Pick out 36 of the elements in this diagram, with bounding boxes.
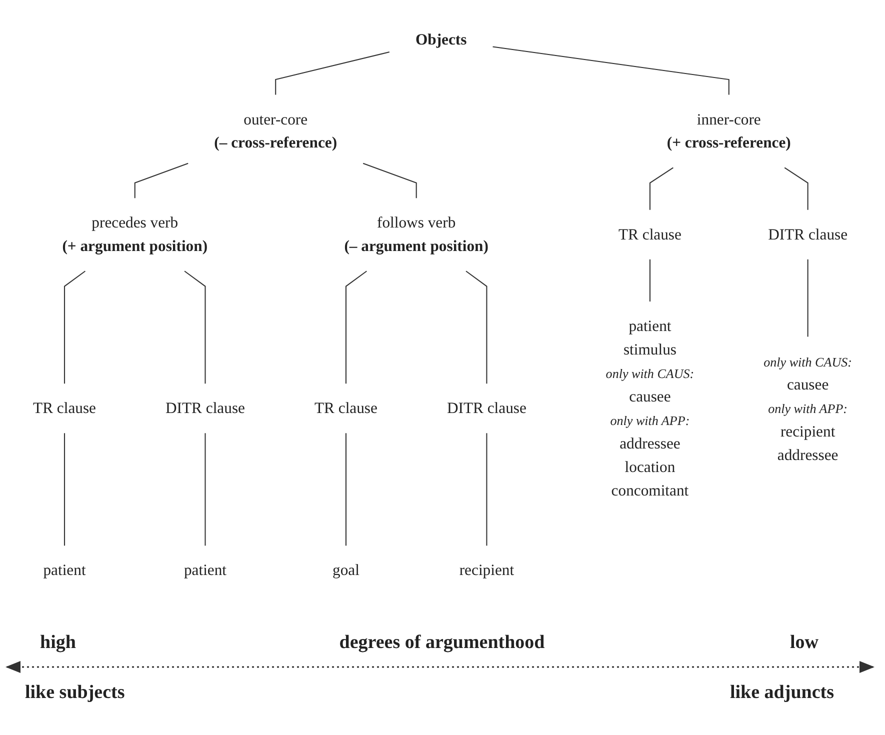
connector	[345, 433, 346, 546]
node-text: TR clause	[618, 226, 682, 243]
scale-label: low	[790, 632, 818, 654]
node-text: patient stimulus only with CAUS: causee only with APP: addressee location concomitant	[606, 317, 694, 499]
connector	[134, 162, 188, 198]
node-text: precedes verb (+ argument position)	[62, 214, 208, 255]
connector	[486, 433, 488, 546]
node-text: DITR clause	[166, 399, 245, 417]
connector	[492, 46, 730, 95]
connector	[64, 433, 66, 546]
node-text: DITR clause	[768, 226, 848, 243]
node-text: only with CAUS: causee only with APP: recipient addressee	[764, 356, 852, 464]
node-text: patient	[43, 561, 86, 579]
scale-label: high	[40, 632, 76, 654]
node-text: follows verb (– argument position)	[344, 214, 488, 255]
scale-label: like subjects	[25, 682, 125, 704]
connector	[275, 52, 390, 95]
node-text: DITR clause	[446, 399, 526, 417]
connector	[345, 270, 367, 384]
scale-label: like adjuncts	[730, 682, 834, 704]
connector	[64, 270, 86, 384]
connector	[184, 270, 206, 384]
node-text: recipient	[459, 561, 514, 579]
scale-label: degrees of argumenthood	[339, 632, 545, 654]
connector	[362, 162, 417, 198]
node-text: TR clause	[314, 399, 378, 417]
node-text: patient	[184, 561, 227, 579]
node-text: goal	[332, 561, 360, 579]
connector	[807, 259, 808, 337]
connector	[466, 270, 488, 384]
node-text: inner-core (+ cross-reference)	[666, 110, 791, 152]
connector	[204, 433, 206, 546]
node-text: Objects	[415, 30, 467, 48]
connector	[649, 259, 650, 302]
node-text: TR clause	[33, 399, 96, 417]
node-text: outer-core (– cross-reference)	[214, 110, 338, 152]
